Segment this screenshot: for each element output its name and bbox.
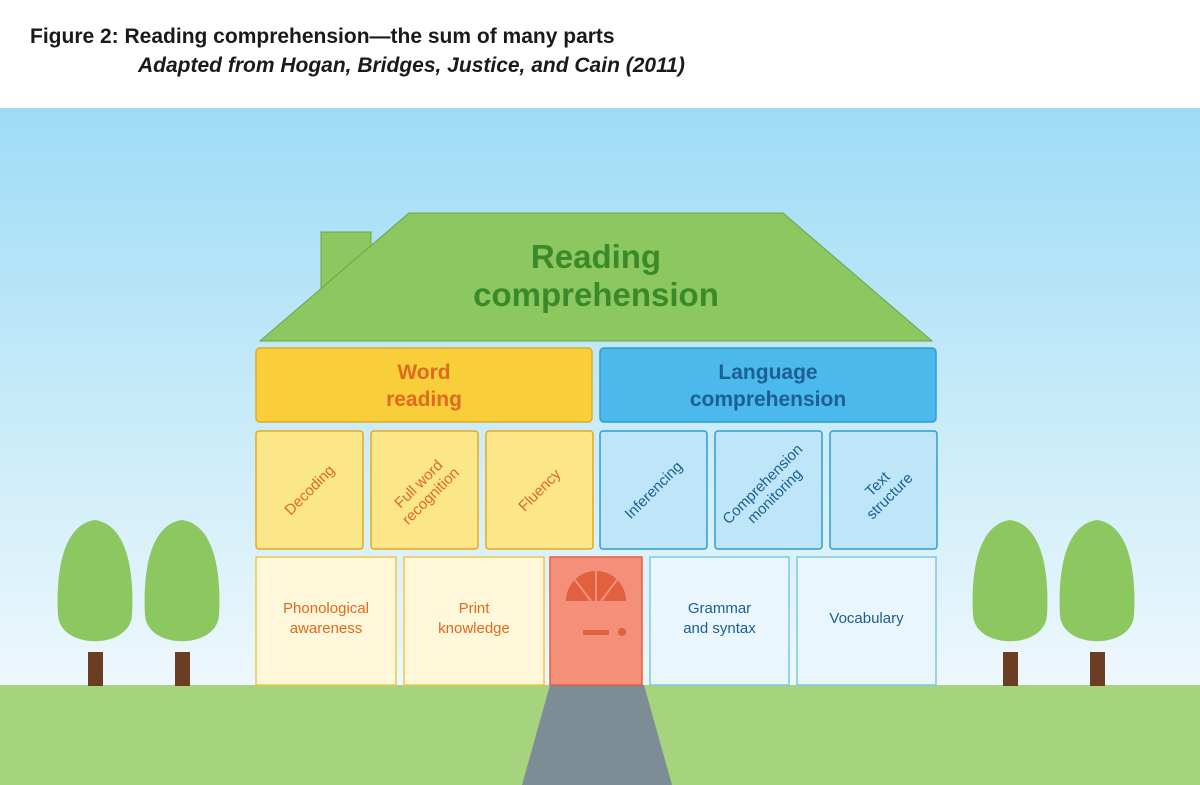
word-reading-skill-1: Decoding — [255, 430, 364, 550]
language-foundation-2: Vocabulary — [796, 556, 937, 686]
language-foundation-1-text: and syntax — [683, 620, 756, 637]
language-foundation-1-box — [649, 556, 790, 686]
language-foundation-1-text: Grammar — [688, 600, 751, 617]
tree-left-1 — [57, 520, 133, 686]
word-reading-foundation-2-box — [403, 556, 545, 686]
roof — [258, 212, 934, 342]
word-reading-foundation-1: Phonological awareness — [255, 556, 397, 686]
tree-trunk — [88, 652, 103, 686]
word-reading-skill-2-box — [370, 430, 479, 550]
language-comprehension-line2: comprehension — [690, 388, 846, 411]
word-reading-foundation-1-text: Phonological — [283, 600, 369, 617]
tree-trunk — [1090, 652, 1105, 686]
door-window-divider — [600, 579, 618, 602]
tree-left-2 — [144, 520, 220, 686]
language-skill-1: Inferencing — [599, 430, 708, 550]
door-knob — [618, 628, 626, 636]
word-reading-header — [255, 347, 593, 423]
word-reading-foundation-2: Print knowledge — [403, 556, 545, 686]
figure-title: Figure 2: Reading comprehension—the sum … — [30, 25, 615, 48]
language-comprehension-header — [599, 347, 937, 423]
tree-canopy — [144, 520, 220, 642]
tree-trunk — [175, 652, 190, 686]
word-reading-foundation-2-text: Print — [459, 600, 491, 617]
roof-label-line2: comprehension — [473, 276, 719, 313]
tree-canopy — [1059, 520, 1135, 642]
front-path — [522, 685, 672, 785]
language-skill-3-box — [829, 430, 938, 550]
word-reading-skill-3: Fluency — [485, 430, 594, 550]
tree-right-2 — [1059, 520, 1135, 686]
word-reading-foundation-1-box — [255, 556, 397, 686]
tree-canopy — [57, 520, 133, 642]
door-mail-slot — [583, 630, 609, 635]
word-reading-skill-3-box — [485, 430, 594, 550]
language-foundation-2-text: Vocabulary — [829, 610, 904, 627]
word-reading-skill-1-box — [255, 430, 364, 550]
language-comprehension-line1: Language — [718, 361, 817, 384]
word-reading-foundation-1-text: awareness — [290, 620, 363, 637]
roof-label-line1: Reading — [531, 238, 661, 275]
language-foundation-2-box — [796, 556, 937, 686]
tree-canopy — [972, 520, 1048, 642]
language-foundation-1: Grammar and syntax — [649, 556, 790, 686]
word-reading-line2: reading — [386, 388, 462, 411]
door-window-divider — [574, 579, 592, 602]
language-skill-2-box — [714, 430, 823, 550]
figure-source: Adapted from Hogan, Bridges, Justice, an… — [138, 54, 685, 77]
tree-trunk — [1003, 652, 1018, 686]
word-reading-foundation-2-text: knowledge — [438, 620, 510, 637]
front-door — [549, 556, 643, 686]
tree-right-1 — [972, 520, 1048, 686]
word-reading-line1: Word — [397, 361, 450, 384]
language-skill-1-box — [599, 430, 708, 550]
